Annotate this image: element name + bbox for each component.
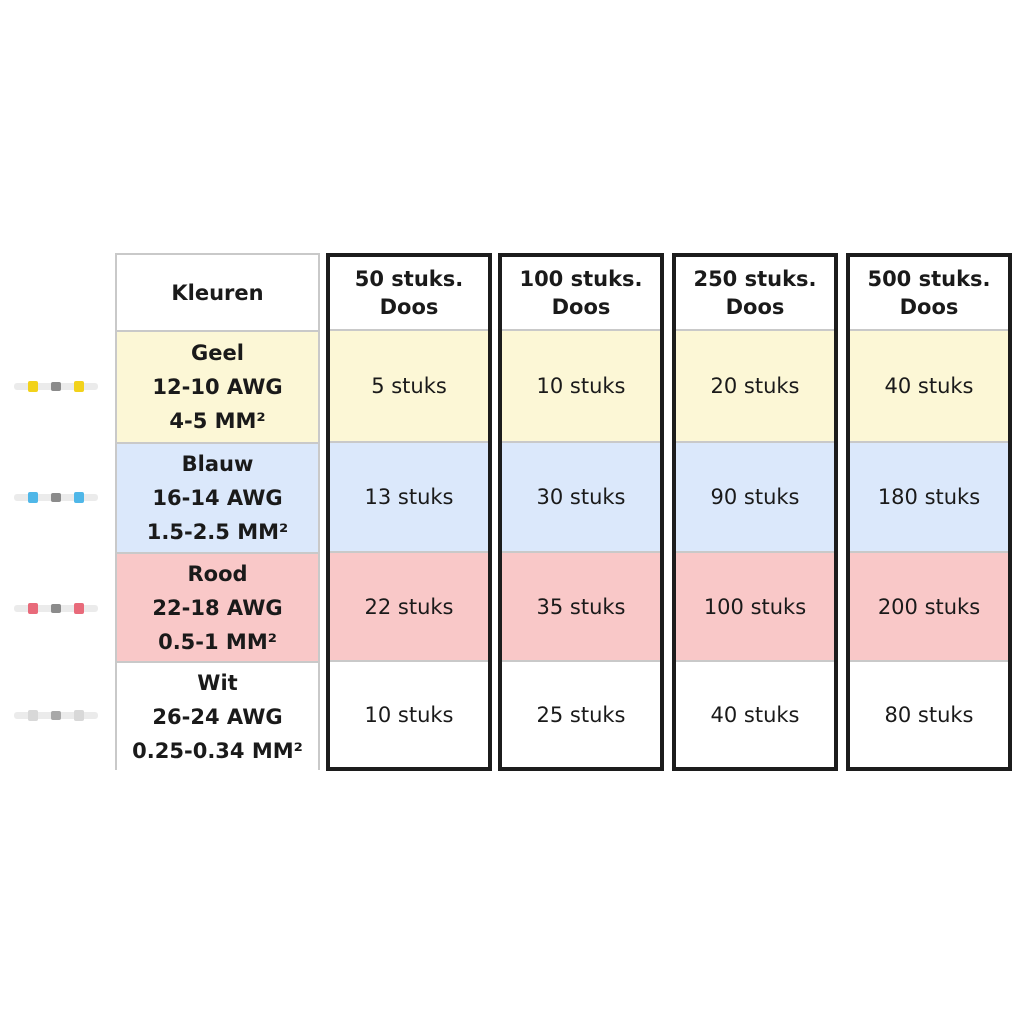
mm-size: 0.25-0.34 MM² (132, 738, 303, 763)
value-cell: 180 stuks (850, 443, 1008, 553)
column-header-line1: 50 stuks. (354, 267, 464, 291)
column-500-stuks: 500 stuks. Doos 40 stuks 180 stuks 200 s… (846, 253, 1012, 771)
awg-size: 16-14 AWG (152, 486, 283, 510)
value-cell: 200 stuks (850, 553, 1008, 662)
value-cell: 20 stuks (676, 331, 834, 443)
value-cell: 35 stuks (502, 553, 660, 662)
value-cell: 13 stuks (330, 443, 488, 553)
label-row-geel: Geel 12-10 AWG 4-5 MM² (117, 332, 318, 444)
header-kleuren: Kleuren (117, 255, 318, 332)
value-cell: 80 stuks (850, 662, 1008, 767)
column-header-line2: Doos (551, 295, 611, 319)
column-header-line1: 100 stuks. (519, 267, 643, 291)
color-label-column: Kleuren Geel 12-10 AWG 4-5 MM² Blauw 16-… (115, 253, 320, 770)
value-cell: 22 stuks (330, 553, 488, 662)
connector-blue-icon (14, 491, 98, 503)
column-50-stuks: 50 stuks. Doos 5 stuks 13 stuks 22 stuks… (326, 253, 492, 771)
value-cell: 10 stuks (502, 331, 660, 443)
connector-white-icon (14, 709, 98, 721)
column-header-line1: 500 stuks. (867, 267, 991, 291)
label-row-wit: Wit 26-24 AWG 0.25-0.34 MM² (117, 663, 318, 770)
column-100-stuks: 100 stuks. Doos 10 stuks 30 stuks 35 stu… (498, 253, 664, 771)
column-header-line1: 250 stuks. (693, 267, 817, 291)
color-name: Rood (187, 561, 248, 586)
value-cell: 30 stuks (502, 443, 660, 553)
column-header-line2: Doos (379, 295, 439, 319)
mm-size: 1.5-2.5 MM² (146, 520, 289, 544)
column-header: 100 stuks. Doos (502, 257, 660, 331)
mm-size: 0.5-1 MM² (158, 629, 277, 654)
header-label: Kleuren (171, 280, 264, 305)
column-header-line2: Doos (899, 295, 959, 319)
label-row-rood: Rood 22-18 AWG 0.5-1 MM² (117, 554, 318, 663)
value-cell: 90 stuks (676, 443, 834, 553)
color-name: Wit (197, 670, 238, 695)
column-header: 250 stuks. Doos (676, 257, 834, 331)
value-cell: 25 stuks (502, 662, 660, 767)
value-cell: 5 stuks (330, 331, 488, 443)
color-name: Geel (191, 341, 244, 365)
connector-yellow-icon (14, 380, 98, 392)
awg-size: 22-18 AWG (152, 595, 283, 620)
value-cell: 100 stuks (676, 553, 834, 662)
column-header-line2: Doos (725, 295, 785, 319)
awg-size: 26-24 AWG (152, 704, 283, 729)
connector-red-icon (14, 602, 98, 614)
column-header: 500 stuks. Doos (850, 257, 1008, 331)
column-header: 50 stuks. Doos (330, 257, 488, 331)
color-name: Blauw (181, 452, 254, 476)
awg-size: 12-10 AWG (152, 375, 283, 399)
value-cell: 40 stuks (850, 331, 1008, 443)
label-row-blauw: Blauw 16-14 AWG 1.5-2.5 MM² (117, 444, 318, 554)
mm-size: 4-5 MM² (169, 409, 266, 433)
value-cell: 40 stuks (676, 662, 834, 767)
value-cell: 10 stuks (330, 662, 488, 767)
column-250-stuks: 250 stuks. Doos 20 stuks 90 stuks 100 st… (672, 253, 838, 771)
